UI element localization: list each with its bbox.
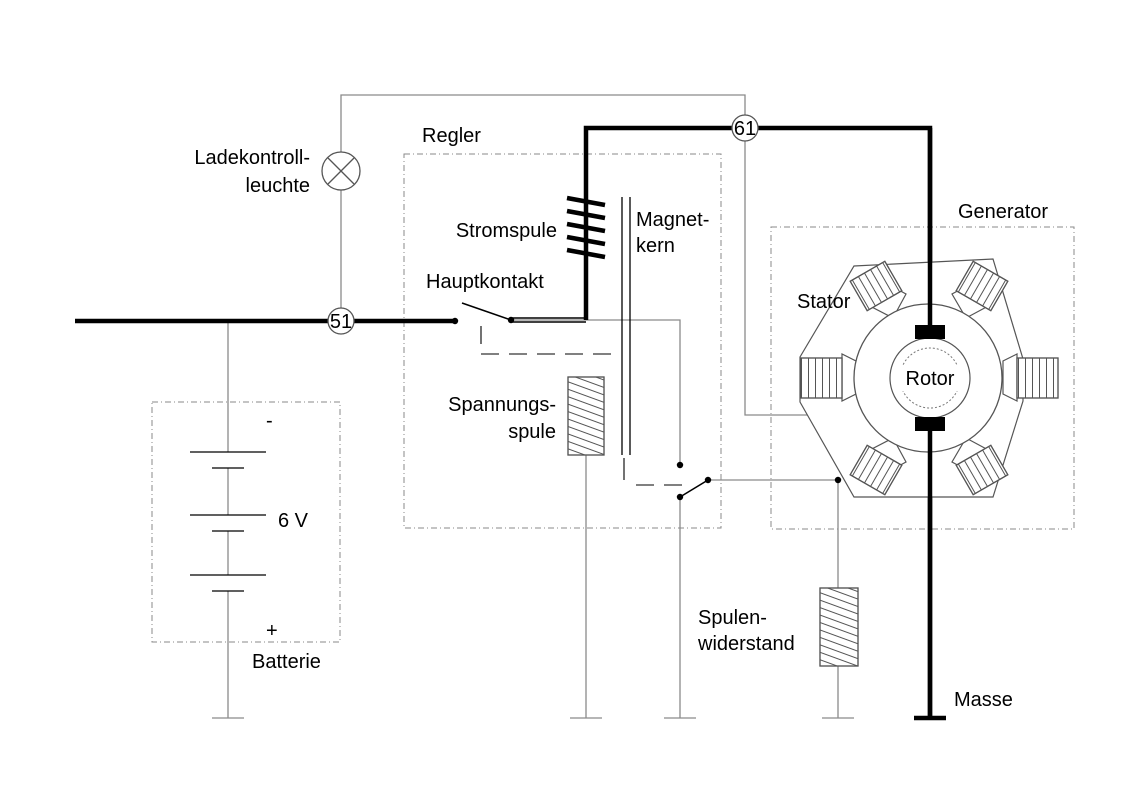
battery-cells (190, 451, 266, 592)
rotor-label: Rotor (906, 368, 955, 390)
current-coil (566, 195, 606, 260)
regler-box (403, 153, 722, 529)
generator (799, 128, 1059, 718)
terminal-61: 61 (731, 114, 759, 142)
main-contact (451, 302, 586, 325)
magnetkern-label-1: Magnet- (636, 209, 709, 231)
masse-label: Masse (954, 689, 1013, 711)
thin-wires (212, 94, 854, 719)
spannungsspule-label-2: spule (508, 421, 556, 443)
magnetkern-label-2: kern (636, 235, 675, 257)
stator-windings (800, 260, 1059, 496)
coil-resistor (819, 587, 859, 667)
battery-minus-label: - (266, 410, 273, 432)
terminal-61-label: 61 (734, 118, 756, 140)
battery-voltage-label: 6 V (278, 510, 309, 532)
spulenwiderstand-label-1: Spulen- (698, 607, 767, 629)
stator-label: Stator (797, 291, 851, 313)
regulator-contact (676, 461, 842, 501)
brush-bottom (915, 417, 945, 431)
armature-linkage (480, 326, 690, 486)
generator-label: Generator (958, 201, 1048, 223)
brush-top (915, 325, 945, 339)
battery-plus-label: + (266, 620, 278, 642)
spulenwiderstand-label-2: widerstand (697, 633, 795, 655)
charge-lamp-icon (321, 151, 361, 191)
lamp-label-2: leuchte (246, 175, 311, 197)
generator-box (770, 226, 1075, 530)
batterie-label: Batterie (252, 651, 321, 673)
spannungsspule-label-1: Spannungs- (448, 394, 556, 416)
voltage-coil (567, 376, 605, 456)
regler-label: Regler (422, 125, 481, 147)
battery-box (151, 401, 341, 643)
terminal-51-label: 51 (330, 311, 352, 333)
hauptkontakt-label: Hauptkontakt (426, 271, 544, 293)
terminal-51: 51 (327, 307, 355, 335)
stromspule-label: Stromspule (456, 220, 557, 242)
magnet-core (621, 197, 631, 455)
lamp-label-1: Ladekontroll- (194, 147, 310, 169)
